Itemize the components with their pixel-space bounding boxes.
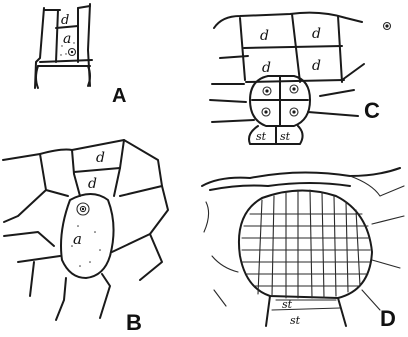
panel-a-cell-a: a bbox=[63, 31, 71, 47]
panel-c: d d d d st st C bbox=[210, 13, 391, 144]
panel-c-right-cells bbox=[308, 90, 358, 116]
panel-c-left-cells bbox=[210, 84, 254, 122]
panel-a: d a A bbox=[35, 4, 126, 107]
panel-b-cell-d-2: d bbox=[88, 176, 97, 192]
panel-a-label: A bbox=[112, 85, 126, 107]
panel-d-cell-st-1: st bbox=[282, 298, 293, 311]
panel-b-top-contour bbox=[3, 140, 162, 186]
panel-c-label: C bbox=[364, 98, 380, 123]
panel-d-inner-surface bbox=[210, 183, 350, 190]
panel-c-cell-d-3: d bbox=[262, 60, 271, 76]
panel-a-base-line bbox=[40, 60, 92, 62]
panel-c-cell-walls bbox=[252, 76, 308, 126]
panel-c-cell-d-1: d bbox=[260, 28, 269, 44]
panel-c-right-edge bbox=[342, 64, 364, 80]
panel-b-cell-a: a bbox=[73, 230, 82, 248]
panel-d-cell-st-2: st bbox=[290, 314, 301, 327]
panel-b-label: B bbox=[126, 310, 142, 335]
panel-b-right-cell-b bbox=[112, 234, 162, 280]
panel-a-lower-cell bbox=[36, 66, 90, 88]
panel-c-cell-d-2: d bbox=[312, 26, 321, 42]
panel-b-lower-left-a bbox=[4, 232, 54, 246]
panel-a-top-edge bbox=[44, 6, 90, 10]
panel-b: d d a B bbox=[3, 140, 168, 335]
panel-b-left-cell-a bbox=[4, 154, 46, 222]
panel-c-top-contour bbox=[214, 13, 362, 28]
panel-b-lower-left-b bbox=[18, 256, 60, 296]
panel-a-nucleolus bbox=[71, 51, 73, 53]
panel-c-middle-column bbox=[292, 14, 300, 82]
panel-a-left-divider bbox=[56, 10, 58, 62]
panel-c-middle-row-line bbox=[244, 46, 342, 48]
panel-c-left-column bbox=[240, 18, 245, 80]
panel-d: st st D bbox=[202, 168, 404, 331]
panel-b-left-cell-b bbox=[46, 190, 68, 196]
panel-d-right-cells bbox=[350, 176, 404, 196]
panel-b-d-divider bbox=[74, 168, 120, 172]
panel-b-archesporial-cell bbox=[61, 194, 114, 278]
panel-d-left-tissue bbox=[204, 202, 238, 306]
panel-b-nucleolus bbox=[82, 208, 84, 210]
panel-b-left-column bbox=[72, 150, 80, 196]
panel-d-right-tissue bbox=[362, 216, 404, 310]
panel-d-label: D bbox=[380, 306, 396, 331]
panel-c-cell-st-2: st bbox=[280, 130, 291, 143]
panel-c-cell-d-4: d bbox=[312, 58, 321, 74]
panel-b-cell-d-1: d bbox=[96, 150, 105, 166]
panel-b-lower-cells bbox=[56, 274, 110, 320]
panel-b-right-cell-a bbox=[120, 186, 168, 234]
panel-c-right-column bbox=[338, 16, 342, 82]
panel-a-cell-d: d bbox=[61, 13, 69, 28]
panel-c-cell-st-1: st bbox=[256, 130, 267, 143]
panel-c-lower-row-line bbox=[246, 80, 344, 82]
